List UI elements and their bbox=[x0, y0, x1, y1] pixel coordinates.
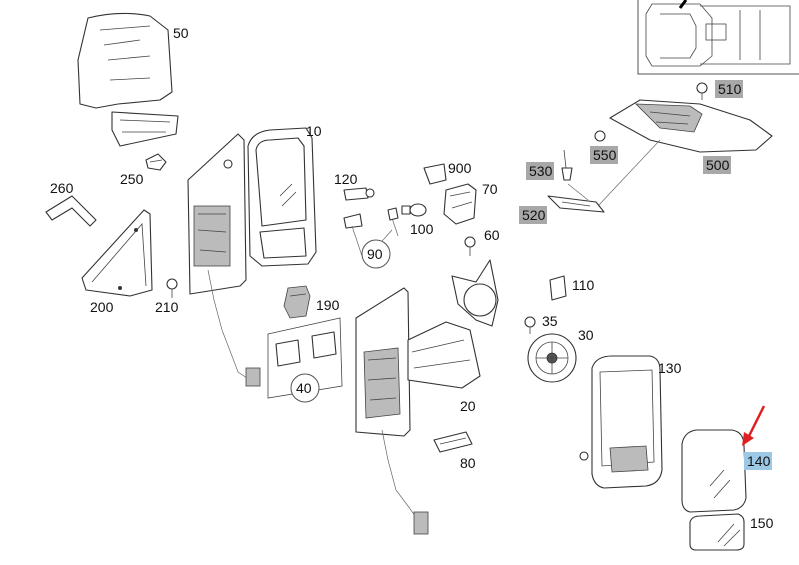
label-60[interactable]: 60 bbox=[484, 227, 500, 243]
label-bg-520 bbox=[519, 206, 547, 224]
label-250[interactable]: 250 bbox=[120, 171, 144, 187]
label-190[interactable]: 190 bbox=[316, 297, 340, 313]
part-10-mirror-housing[interactable] bbox=[187, 127, 317, 387]
part-60-screw[interactable] bbox=[464, 236, 476, 256]
label-210[interactable]: 210 bbox=[155, 299, 179, 315]
label-30[interactable]: 30 bbox=[578, 327, 594, 343]
label-120[interactable]: 120 bbox=[334, 171, 358, 187]
part-50-mirror-cap[interactable] bbox=[77, 12, 179, 147]
label-50[interactable]: 50 bbox=[173, 25, 189, 41]
label-bg-550 bbox=[590, 146, 618, 164]
label-140[interactable]: 140 bbox=[747, 453, 771, 469]
part-190-motor-part[interactable] bbox=[283, 285, 311, 319]
part-900-connector[interactable] bbox=[423, 163, 447, 185]
part-80-lamp[interactable] bbox=[433, 431, 473, 453]
part-200-trim-cover[interactable] bbox=[81, 209, 153, 297]
part-260-seal[interactable] bbox=[45, 195, 97, 227]
part-520-bracket[interactable] bbox=[547, 195, 605, 213]
part-250-clip[interactable] bbox=[145, 153, 167, 171]
part-510-screw[interactable] bbox=[696, 82, 708, 100]
part-210-screw[interactable] bbox=[166, 278, 178, 298]
label-510[interactable]: 510 bbox=[718, 81, 742, 97]
label-900[interactable]: 900 bbox=[448, 160, 472, 176]
part-140-mirror-glass[interactable] bbox=[681, 429, 747, 513]
label-bg-500 bbox=[703, 156, 731, 174]
label-70[interactable]: 70 bbox=[482, 181, 498, 197]
label-20[interactable]: 20 bbox=[460, 398, 476, 414]
part-130-mirror-frame[interactable] bbox=[579, 355, 663, 489]
label-500[interactable]: 500 bbox=[706, 157, 730, 173]
label-35[interactable]: 35 bbox=[542, 313, 558, 329]
part-120-bulb-holder[interactable] bbox=[343, 187, 375, 201]
part-110-clip[interactable] bbox=[549, 275, 567, 301]
label-bg-530 bbox=[526, 162, 554, 180]
label-bg-140 bbox=[744, 452, 772, 470]
part-90-bulb-set[interactable] bbox=[343, 207, 399, 257]
label-260[interactable]: 260 bbox=[50, 180, 74, 196]
part-30-adjuster-motor[interactable] bbox=[527, 333, 577, 383]
label-550[interactable]: 550 bbox=[593, 147, 617, 163]
label-150[interactable]: 150 bbox=[750, 515, 774, 531]
callout-circle-90 bbox=[361, 239, 391, 269]
part-20-mirror-base[interactable] bbox=[355, 259, 499, 535]
vehicle-location-inset bbox=[637, 0, 799, 75]
part-40-fixing-set[interactable] bbox=[267, 317, 343, 399]
label-110[interactable]: 110 bbox=[572, 277, 595, 293]
label-130[interactable]: 130 bbox=[658, 360, 682, 376]
part-530-pin[interactable] bbox=[561, 149, 573, 181]
part-550-nut[interactable] bbox=[594, 130, 606, 142]
part-70-lamp-unit[interactable] bbox=[443, 183, 477, 225]
label-bg-510 bbox=[715, 80, 743, 98]
label-100[interactable]: 100 bbox=[410, 221, 434, 237]
label-80[interactable]: 80 bbox=[460, 455, 476, 471]
label-530[interactable]: 530 bbox=[529, 163, 553, 179]
selection-arrow-icon bbox=[742, 405, 766, 446]
part-35-screw[interactable] bbox=[524, 316, 536, 334]
part-150-wide-angle-glass[interactable] bbox=[689, 513, 745, 551]
part-100-bulb[interactable] bbox=[401, 203, 427, 217]
label-40[interactable]: 40 bbox=[296, 380, 312, 396]
label-200[interactable]: 200 bbox=[90, 299, 114, 315]
callout-circle-40 bbox=[290, 373, 320, 403]
part-500-outer-cover[interactable] bbox=[609, 99, 773, 153]
label-520[interactable]: 520 bbox=[522, 207, 546, 223]
label-10[interactable]: 10 bbox=[306, 123, 322, 139]
label-90[interactable]: 90 bbox=[367, 246, 383, 262]
